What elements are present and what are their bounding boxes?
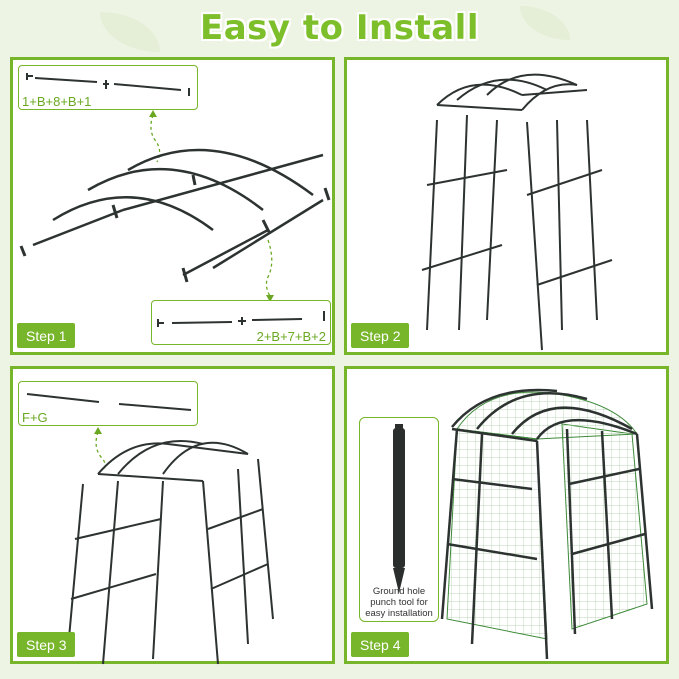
step-2-panel: Step 2 (344, 57, 669, 355)
step-1-panel: 1+B+8+B+1 (10, 57, 335, 355)
step-2-label: Step 2 (351, 323, 410, 348)
step-1-arch-diagram (19, 110, 331, 302)
step-1-bottom-callout: 2+B+7+B+2 (151, 300, 331, 345)
page-title: Easy to Install (200, 8, 479, 48)
connector-rod-diagram (157, 311, 325, 327)
step-3-top-formula: F+G (22, 410, 48, 425)
tool-caption-line-3: easy installation (365, 608, 433, 619)
step-4-netted-arch-diagram (440, 388, 654, 660)
step-1-top-formula: 1+B+8+B+1 (22, 94, 92, 109)
tool-caption-line-1: Ground hole (372, 586, 426, 597)
ground-punch-tool-icon (393, 424, 405, 593)
step-3-top-callout: F+G (18, 381, 198, 426)
tool-caption-line-2: punch tool for (370, 597, 428, 608)
step-3-label: Step 3 (17, 632, 76, 657)
step-1-bottom-formula: 2+B+7+B+2 (256, 329, 326, 344)
step-3-panel: F+G Step 3 (10, 366, 335, 665)
step-4-panel: Ground hole punch tool for easy installa… (344, 366, 669, 664)
step-1-label: Step 1 (17, 323, 76, 348)
ground-punch-tool-card: Ground hole punch tool for easy installa… (359, 417, 439, 622)
connector-rod-diagram (26, 73, 190, 96)
connector-rod-diagram (26, 393, 192, 411)
step-4-label: Step 4 (351, 632, 410, 657)
step-1-top-callout: 1+B+8+B+1 (18, 65, 198, 110)
step-2-exploded-diagram (421, 73, 613, 351)
step-3-frame-diagram (67, 427, 274, 665)
